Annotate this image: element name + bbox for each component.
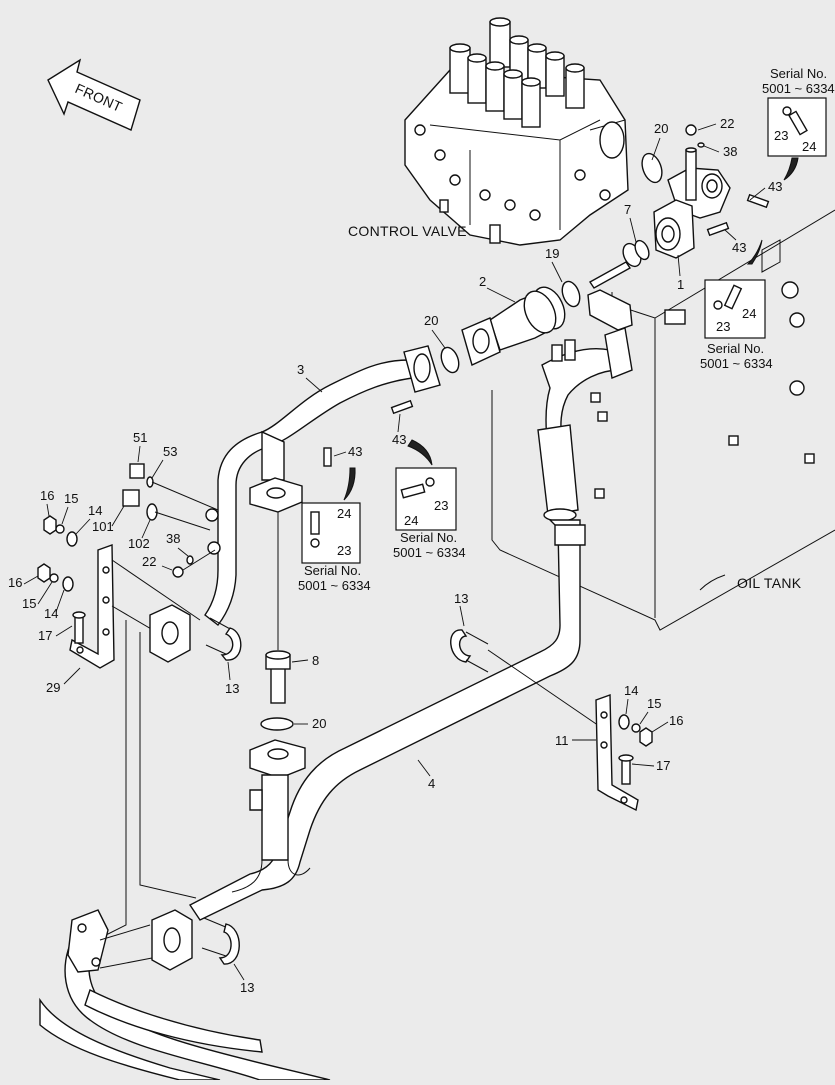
- callout-51: 51: [133, 430, 147, 445]
- serial-box-mid: 24 23 Serial No. 5001 ~ 6334: [393, 467, 466, 560]
- callout-23b: 23: [716, 319, 730, 334]
- bracket-29-group: 16 15 14 16 15 14 17 29: [8, 488, 201, 695]
- callout-14b: 14: [44, 606, 58, 621]
- serial-range-4: 5001 ~ 6334: [298, 578, 371, 593]
- callout-1: 1: [677, 277, 684, 292]
- bracket-11-group: 14 15 16 11 17: [555, 683, 683, 812]
- flange-ubolt-left: 13: [149, 604, 242, 696]
- callout-20c: 20: [312, 716, 326, 731]
- callout-24b: 24: [742, 306, 756, 321]
- serial-box-left-mid: 24 23 Serial No. 5001 ~ 6334: [298, 502, 371, 593]
- serial-heading-4: Serial No.: [304, 563, 361, 578]
- ubolt-13-upper: 13: [450, 591, 606, 731]
- callout-16a: 16: [40, 488, 54, 503]
- callout-43a: 43: [768, 179, 782, 194]
- serial-box-right: 23 24 Serial No. 5001 ~ 6334: [700, 279, 773, 371]
- pipe-3: 3: [204, 345, 441, 650]
- callout-14a: 14: [88, 503, 102, 518]
- callout-23d: 23: [337, 543, 351, 558]
- plugs-left-group: 51 53 101 102 38 22: [92, 430, 219, 578]
- callout-17a: 17: [38, 628, 52, 643]
- callout-38b: 38: [166, 531, 180, 546]
- callout-24c: 24: [404, 513, 418, 528]
- callout-16b: 16: [8, 575, 22, 590]
- callout-23c: 23: [434, 498, 448, 513]
- callout-3: 3: [297, 362, 304, 377]
- callout-7: 7: [624, 202, 631, 217]
- callout-17b: 17: [656, 758, 670, 773]
- serial-range-1: 5001 ~ 6334: [762, 81, 835, 96]
- serial-heading-2: Serial No.: [707, 341, 764, 356]
- serial-range-3: 5001 ~ 6334: [393, 545, 466, 560]
- lower-riser: [231, 739, 311, 893]
- callout-15a: 15: [64, 491, 78, 506]
- callout-43d: 43: [348, 444, 362, 459]
- valve-spools: [449, 17, 585, 128]
- callout-23a: 23: [774, 128, 788, 143]
- control-valve: CONTROL VALVE: [348, 17, 629, 246]
- callout-102: 102: [128, 536, 150, 551]
- flange-ubolt-bottom: 13: [151, 909, 254, 995]
- callout-24d: 24: [337, 506, 351, 521]
- serial-heading-1: Serial No.: [770, 66, 827, 81]
- callout-14c: 14: [624, 683, 638, 698]
- callout-11: 11: [555, 733, 569, 748]
- callout-43b: 43: [732, 240, 746, 255]
- alignment-lines: [99, 620, 197, 939]
- callout-2: 2: [479, 274, 486, 289]
- callout-38a: 38: [723, 144, 737, 159]
- callout-13b: 13: [454, 591, 468, 606]
- callout-13a: 13: [225, 681, 239, 696]
- callout-29: 29: [46, 680, 60, 695]
- callout-53: 53: [163, 444, 177, 459]
- callout-15c: 15: [647, 696, 661, 711]
- serial-box-top-right: Serial No. 5001 ~ 6334 23 24: [762, 66, 835, 181]
- callout-15b: 15: [22, 596, 36, 611]
- serial-range-2: 5001 ~ 6334: [700, 356, 773, 371]
- oil-tank-label: OIL TANK: [737, 575, 802, 591]
- pipe-4: 4: [188, 289, 633, 921]
- part-2-adapter: 2 20: [424, 274, 566, 374]
- part-8-plug: 8 20: [260, 650, 326, 731]
- control-valve-label: CONTROL VALVE: [348, 223, 467, 239]
- callout-8: 8: [312, 653, 319, 668]
- callout-13c: 13: [240, 980, 254, 995]
- callout-24a: 24: [802, 139, 816, 154]
- callout-20a: 20: [654, 121, 668, 136]
- callout-22a: 22: [720, 116, 734, 131]
- serial-heading-3: Serial No.: [400, 530, 457, 545]
- bolts-43-mid: 43 43: [323, 399, 433, 501]
- callout-20b: 20: [424, 313, 438, 328]
- callout-43c: 43: [392, 432, 406, 447]
- tee-fitting-group: 20 22 38 43 43 1: [641, 116, 782, 292]
- callout-4: 4: [428, 776, 435, 791]
- front-arrow: FRONT: [47, 58, 141, 131]
- oil-tank: OIL TANK: [491, 209, 835, 631]
- callout-16c: 16: [669, 713, 683, 728]
- callout-19: 19: [545, 246, 559, 261]
- part-7-strainer: 7 19: [545, 202, 650, 308]
- callout-22b: 22: [142, 554, 156, 569]
- callout-101: 101: [92, 519, 114, 534]
